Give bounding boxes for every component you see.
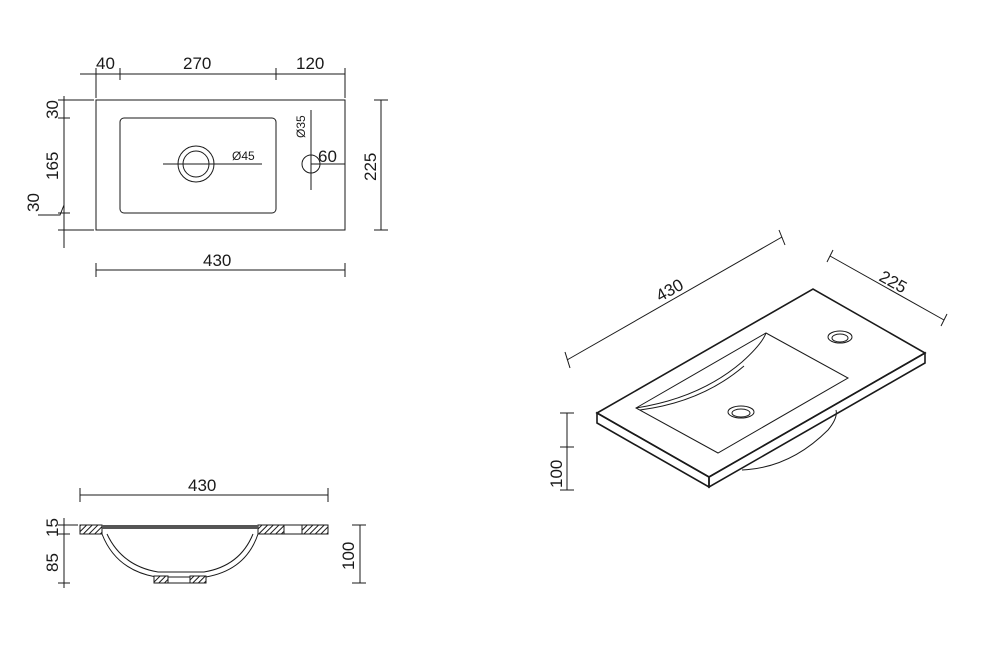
iso-tap-hole-inner bbox=[831, 333, 849, 343]
dim-offset-top: 30 bbox=[43, 100, 62, 119]
rim-top-band bbox=[102, 525, 258, 529]
rim-thickness-label: 15 bbox=[43, 518, 62, 537]
ext-line bbox=[826, 249, 834, 263]
tap-hole-diameter-label: Ø35 bbox=[294, 115, 308, 138]
iso-basin-rim bbox=[634, 332, 850, 454]
bowl-inner bbox=[106, 533, 254, 573]
ext-line bbox=[564, 351, 571, 369]
dim-basin-width: 270 bbox=[183, 54, 211, 73]
iso-basin-inner bbox=[639, 365, 745, 411]
drain-diameter-label: Ø45 bbox=[232, 149, 255, 163]
iso-depth-label: 225 bbox=[876, 267, 910, 297]
top-basin bbox=[119, 117, 277, 214]
dim-offset-left: 40 bbox=[96, 54, 115, 73]
rim-right bbox=[301, 524, 329, 535]
tap-hole-offset-label: 60 bbox=[318, 147, 337, 166]
iso-tap-hole bbox=[827, 330, 853, 344]
iso-front-face bbox=[596, 411, 710, 489]
iso-side-face bbox=[708, 351, 926, 489]
dim-offset-right: 120 bbox=[296, 54, 324, 73]
leader-bottom-offset bbox=[38, 204, 65, 216]
dim-basin-height: 165 bbox=[43, 152, 62, 180]
bowl-depth-label: 85 bbox=[43, 553, 62, 572]
iso-basin-wall bbox=[635, 332, 767, 409]
iso-drain-inner bbox=[731, 408, 751, 418]
iso-dim-depth bbox=[829, 255, 945, 321]
section-height-label: 100 bbox=[339, 542, 358, 570]
rim-left bbox=[79, 524, 103, 535]
top-outline bbox=[95, 99, 346, 231]
dim-total-depth: 225 bbox=[361, 153, 380, 181]
iso-height-label: 100 bbox=[547, 460, 566, 488]
iso-bowl-underside bbox=[741, 409, 837, 471]
iso-drain bbox=[727, 405, 755, 419]
dim-total-width: 430 bbox=[203, 251, 231, 270]
top-view: Ø45 Ø35 60 40 270 120 30 165 30 225 bbox=[24, 54, 388, 277]
dim-offset-bottom: 30 bbox=[24, 193, 43, 212]
section-width-label: 430 bbox=[188, 476, 216, 495]
iso-dim-width bbox=[566, 236, 783, 361]
drain-right bbox=[189, 575, 207, 584]
bowl-outer bbox=[101, 533, 259, 578]
iso-top-face bbox=[595, 288, 927, 478]
iso-width-label: 430 bbox=[653, 275, 687, 305]
ext-line bbox=[778, 229, 786, 246]
rim-mid bbox=[257, 524, 285, 535]
iso-view: 430 225 100 bbox=[547, 229, 948, 491]
section-view: 430 15 85 100 bbox=[43, 476, 366, 588]
drain-left bbox=[153, 575, 169, 584]
ext-line bbox=[940, 313, 948, 327]
